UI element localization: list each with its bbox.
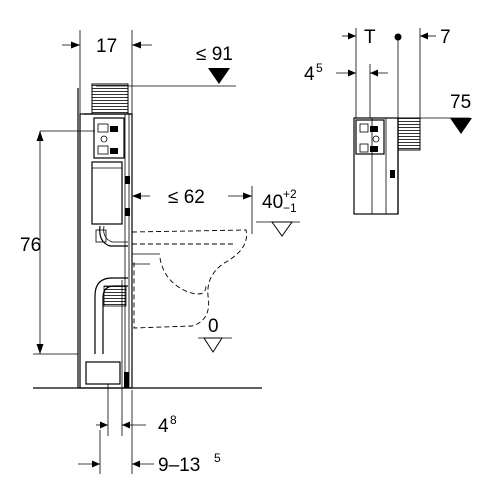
detail-view <box>353 117 421 215</box>
dim-4-8-label: 4 <box>158 416 169 437</box>
dim-cistern-height: 75 <box>420 92 472 134</box>
dim-75-label: 75 <box>450 92 471 113</box>
dim-floor-level: 0 <box>198 316 232 353</box>
detail-flush-plate <box>397 117 421 151</box>
dim-installation-height: 76 <box>20 131 44 354</box>
dim-40-sup: +2 <box>283 187 297 201</box>
level-marker-open-icon <box>271 221 293 237</box>
side-view <box>33 83 262 389</box>
dim-4-5-sup: 5 <box>316 61 323 75</box>
reference-point-icon <box>394 33 402 41</box>
dim-bowl-height: 40 +2 −1 <box>256 187 300 237</box>
dim-4-8-sup: 8 <box>170 413 177 427</box>
dim-wall-range: 9–13 5 <box>78 390 221 476</box>
dim-7-label: 7 <box>440 27 451 48</box>
dim-depth-T: T <box>342 27 402 118</box>
floor-level-marker-icon <box>203 337 223 353</box>
level-marker-icon <box>208 68 230 84</box>
cistern-tank <box>91 161 123 225</box>
height-marker-icon <box>450 118 472 134</box>
wc-bowl-outline <box>131 229 248 329</box>
flush-pipe <box>99 225 128 247</box>
dim-4-5-label: 4 <box>304 64 315 85</box>
dim-40-sub: −1 <box>283 201 297 215</box>
dim-projection: ≤ 62 <box>132 186 253 234</box>
dim-9-13-label: 9–13 <box>158 455 200 476</box>
dim-T-label: T <box>364 27 376 48</box>
dim-40-label: 40 <box>262 192 283 213</box>
dim-0-label: 0 <box>208 316 219 337</box>
dim-max-height: ≤ 91 <box>96 44 236 87</box>
flush-plate-housing <box>91 83 129 115</box>
dim-frame-width: 17 <box>62 30 152 116</box>
dim-76-label: 76 <box>20 235 41 256</box>
cistern-valve-box <box>93 117 125 159</box>
dim-pipe-offset: 4 8 <box>96 384 177 437</box>
waste-pipe <box>94 277 128 354</box>
waste-outlet <box>85 361 121 385</box>
dim-91-label: ≤ 91 <box>196 44 233 65</box>
dim-17-label: 17 <box>96 36 117 57</box>
dim-offset-4-5: 4 5 <box>304 61 388 118</box>
dim-62-label: ≤ 62 <box>168 187 205 208</box>
dim-9-13-sup: 5 <box>214 451 221 465</box>
dim-offset-7: 7 <box>419 27 451 118</box>
